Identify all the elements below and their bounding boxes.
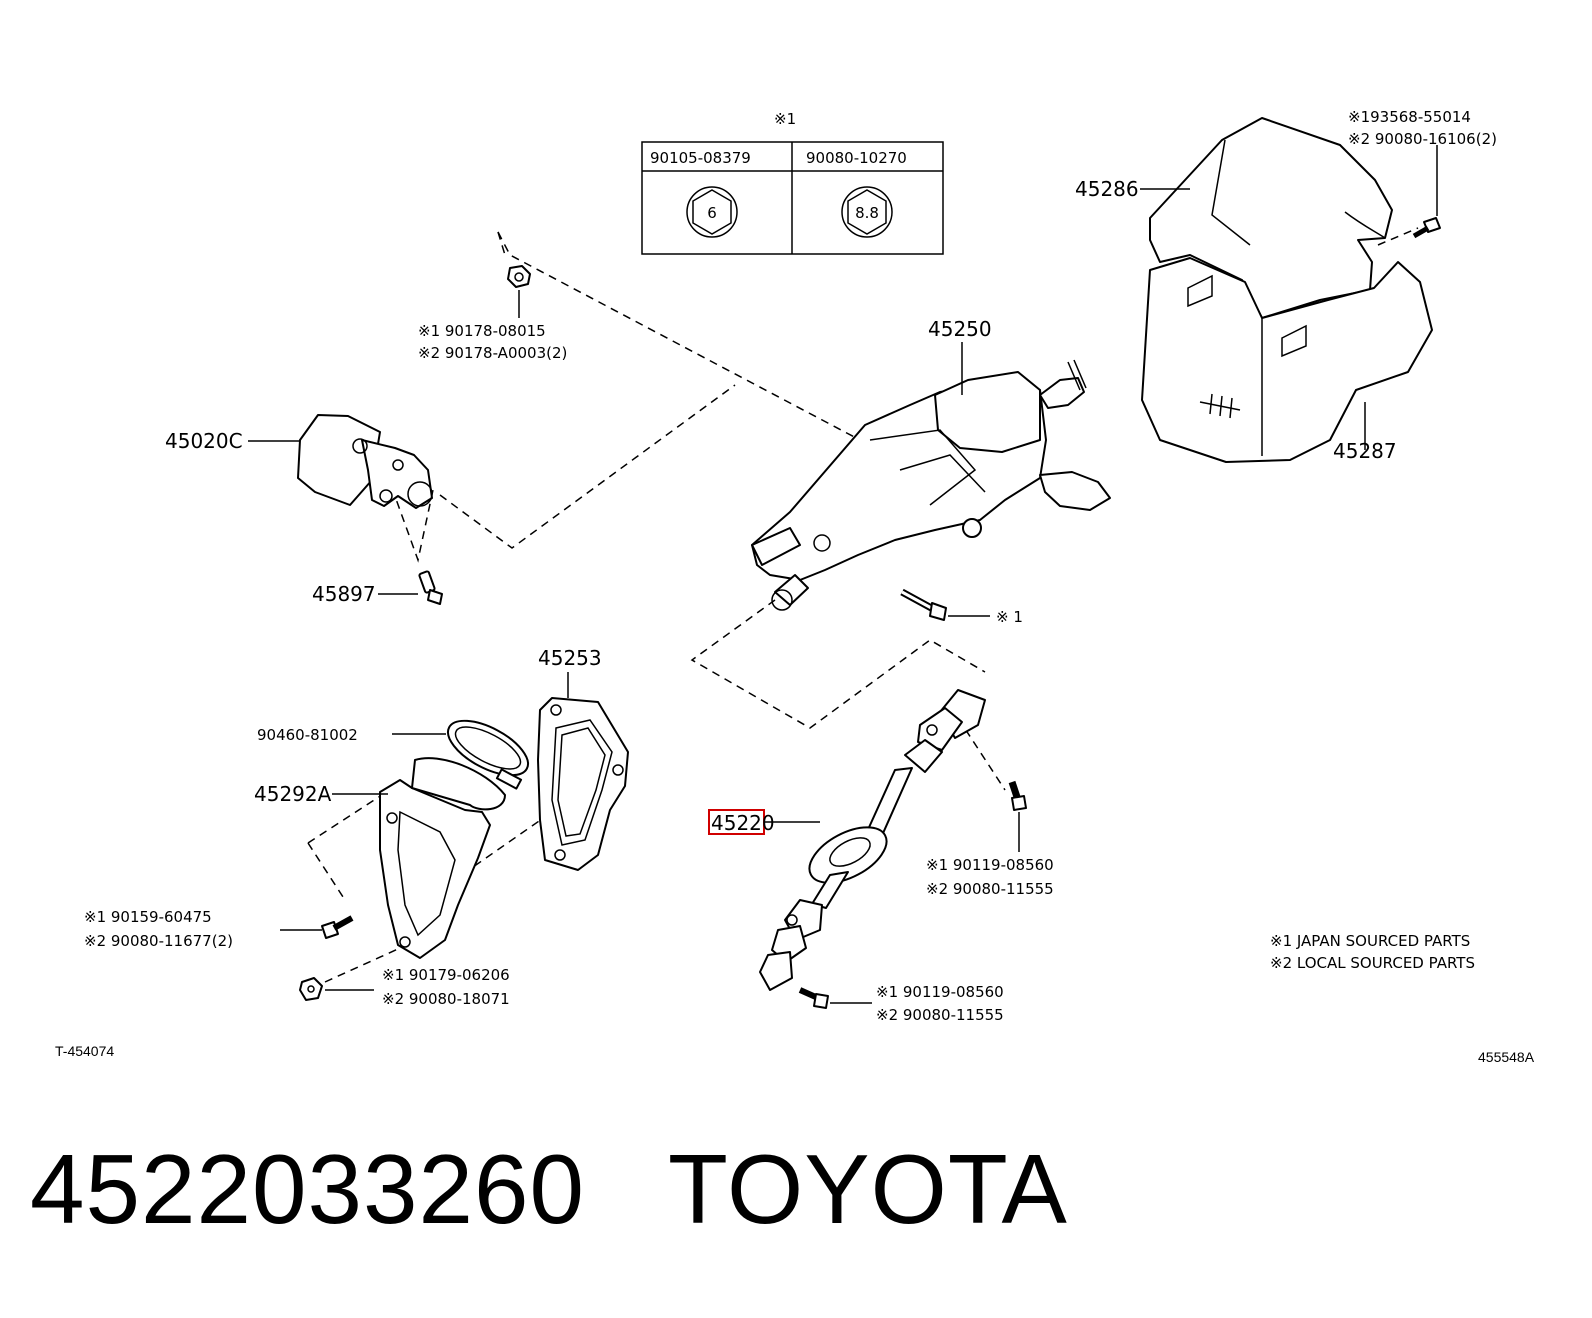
- hole-cover-seal: [379, 757, 506, 959]
- label-45292a: 45292A: [254, 782, 332, 806]
- illustration-code-right: 455548A: [1478, 1049, 1535, 1065]
- highlight-45220: [708, 809, 765, 835]
- label-joint-bolt-upper-jp: ※1 90119-08560: [926, 856, 1054, 874]
- label-45020c: 45020C: [165, 429, 243, 453]
- screw-icon: [418, 570, 443, 605]
- part-number-title: 4522033260 TOYOTA: [30, 1134, 1068, 1244]
- label-joint-bolt-lower-local: ※2 90080-11555: [876, 1006, 1004, 1024]
- bolt-head-6-icon: 6: [686, 186, 738, 238]
- joint-bolt-lower-icon: [798, 987, 829, 1009]
- label-45253: 45253: [538, 646, 602, 670]
- cover-plate: [537, 697, 629, 871]
- bolt-head-8-8-icon: 8.8: [841, 186, 893, 238]
- cover-nut-icon: [299, 977, 323, 1001]
- label-nut-jp: ※1 90178-08015: [418, 322, 546, 340]
- label-nut-local: ※2 90178-A0003(2): [418, 344, 567, 362]
- label-45287: 45287: [1333, 439, 1397, 463]
- legend-japan-sourced: ※1 JAPAN SOURCED PARTS: [1270, 932, 1470, 950]
- legend-local-sourced: ※2 LOCAL SOURCED PARTS: [1270, 954, 1475, 972]
- spec-col1-header: 90105-08379: [650, 149, 751, 167]
- label-cover-bolt-local: ※2 90080-11677(2): [84, 932, 233, 950]
- label-cover-nut-local: ※2 90080-18071: [382, 990, 510, 1008]
- label-45250: 45250: [928, 317, 992, 341]
- steering-column: [751, 359, 1111, 611]
- spec-col2-grade: 8.8: [855, 204, 879, 222]
- joint-bolt-upper-icon: [1008, 780, 1027, 811]
- hose-clamp: [447, 719, 529, 790]
- nut-icon: [507, 265, 531, 288]
- label-cover-nut-jp: ※1 90179-06206: [382, 966, 510, 984]
- lower-column-cover: [1141, 257, 1433, 463]
- label-45897: 45897: [312, 582, 376, 606]
- label-column-bolt: ※ 1: [996, 608, 1023, 626]
- spec-col2-header: 90080-10270: [806, 149, 907, 167]
- column-bolt-icon: [900, 588, 947, 621]
- label-joint-bolt-lower-jp: ※1 90119-08560: [876, 983, 1004, 1001]
- label-cover-screw-local: ※2 90080-16106(2): [1348, 130, 1497, 148]
- bolt-spec-table: ※1 90105-08379 90080-10270 6 8.8: [641, 110, 944, 255]
- cover-screw-icon: [1412, 217, 1441, 239]
- label-45220: 45220: [711, 811, 775, 835]
- spec-table-note: ※1: [774, 110, 796, 128]
- spec-col1-grade: 6: [707, 204, 717, 222]
- upper-column-cover: [1149, 117, 1393, 319]
- intermediate-shaft: [759, 689, 986, 991]
- cover-bolt-icon: [321, 915, 354, 939]
- label-joint-bolt-upper-local: ※2 90080-11555: [926, 880, 1054, 898]
- steering-lock-bracket: [297, 414, 433, 509]
- illustration-code-left: T-454074: [55, 1043, 114, 1059]
- label-cover-bolt-jp: ※1 90159-60475: [84, 908, 212, 926]
- label-cover-screw-jp: ※193568-55014: [1348, 108, 1471, 126]
- label-90460: 90460-81002: [257, 726, 358, 744]
- label-45286: 45286: [1075, 177, 1139, 201]
